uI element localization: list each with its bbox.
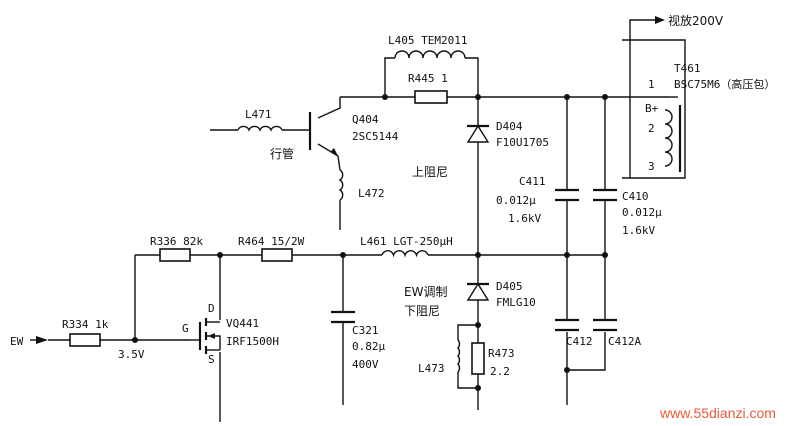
vq441-part: IRF1500H xyxy=(226,335,279,348)
q404-part: 2SC5144 xyxy=(352,130,399,143)
vq441-label: VQ441 xyxy=(226,317,259,330)
pin-3: 3 xyxy=(648,160,655,173)
pin-2: 2 xyxy=(648,122,655,135)
g-pin-label: G xyxy=(182,322,189,335)
supply-arrow-icon xyxy=(655,16,665,24)
r473-value: 2.2 xyxy=(490,365,510,378)
watermark-text: www.55dianzi.com xyxy=(659,405,776,421)
supply-label: 视放200V xyxy=(668,13,724,28)
d404-part: F10U1705 xyxy=(496,136,549,149)
r473-label: R473 xyxy=(488,347,515,360)
c321-label: C321 xyxy=(352,324,379,337)
resistor-r445 xyxy=(414,90,448,104)
s-pin-label: S xyxy=(208,353,215,366)
c411-value: 0.012μ xyxy=(496,194,536,207)
l471-label: L471 xyxy=(245,108,272,121)
d404-label: D404 xyxy=(496,120,523,133)
transistor-q404 xyxy=(308,112,338,156)
resistor-r336 xyxy=(159,248,191,262)
c410-voltage: 1.6kV xyxy=(622,224,655,237)
inductor-l472 xyxy=(338,169,344,201)
transformer-ref: T461 xyxy=(674,62,701,75)
capacitor-c410 xyxy=(593,188,617,202)
capacitor-c412 xyxy=(555,318,579,332)
wires xyxy=(48,19,670,422)
q404-label: Q404 xyxy=(352,113,379,126)
d-pin-label: D xyxy=(208,302,215,315)
d405-part: FMLG10 xyxy=(496,296,536,309)
c321-value: 0.82μ xyxy=(352,340,385,353)
c321-voltage: 400V xyxy=(352,358,379,371)
pin-1: 1 xyxy=(648,78,655,91)
l473-label: L473 xyxy=(418,362,445,375)
xia-zuni-label: 下阻尼 xyxy=(404,304,440,318)
c412-label: C412 xyxy=(566,335,593,348)
c412a-label: C412A xyxy=(608,335,641,348)
junction-dots xyxy=(132,94,608,391)
c410-value: 0.012μ xyxy=(622,206,662,219)
v35-label: 3.5V xyxy=(118,348,145,361)
r334-label: R334 1k xyxy=(62,318,109,331)
hang-guan-label: 行管 xyxy=(270,146,294,161)
diode-d405 xyxy=(466,278,490,310)
capacitor-c411 xyxy=(555,188,579,202)
l461-label: L461 LGT-250μH xyxy=(360,235,453,248)
inductor-l461 xyxy=(381,250,429,258)
inductor-l473 xyxy=(457,339,461,373)
c410-label: C410 xyxy=(622,190,649,203)
inductor-l405 xyxy=(394,50,466,59)
r464-label: R464 15/2W xyxy=(238,235,305,248)
shang-zuni-label: 上阻尼 xyxy=(412,165,448,179)
inductor-l471 xyxy=(237,125,283,132)
l472-label: L472 xyxy=(358,187,385,200)
d405-label: D405 xyxy=(496,280,523,293)
ew-input-label: EW xyxy=(10,335,24,348)
c411-label: C411 xyxy=(519,175,546,188)
ew-mod-label: EW调制 xyxy=(404,285,447,299)
r336-label: R336 82k xyxy=(150,235,203,248)
capacitor-c412a xyxy=(593,318,617,332)
resistor-r473 xyxy=(471,342,485,375)
transformer-part: BSC75M6（高压包） xyxy=(674,77,775,91)
resistor-r464 xyxy=(261,248,293,262)
resistor-r334 xyxy=(69,333,101,347)
diode-d404 xyxy=(466,118,490,150)
capacitor-c321 xyxy=(331,310,355,324)
c411-voltage: 1.6kV xyxy=(508,212,541,225)
pin-bplus: B+ xyxy=(645,102,659,115)
ew-arrow-icon xyxy=(36,336,48,344)
r445-label: R445 1 xyxy=(408,72,448,85)
mosfet-vq441 xyxy=(190,318,221,354)
l405-label: L405 TEM2011 xyxy=(388,34,467,47)
transformer-t461 xyxy=(622,39,686,179)
